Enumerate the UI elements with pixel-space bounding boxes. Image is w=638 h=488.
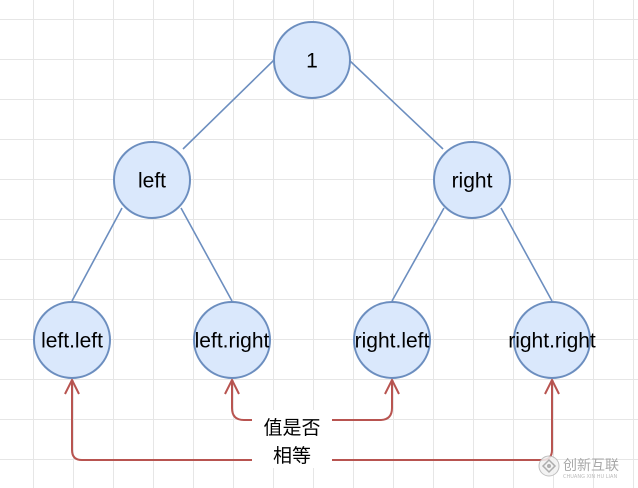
node-label-right-right: right.right [508,330,596,353]
edge-right-rightleft [391,207,445,302]
comparison-label-line2: 相等 [273,445,311,467]
arrowhead-rightleft [384,377,400,395]
comparison-label-bg [252,410,332,468]
edge-root-left [182,59,275,150]
arrowhead-leftleft [64,377,80,395]
node-label-root: 1 [306,50,318,73]
edge-left-leftleft [71,207,123,302]
watermark-text: 创新互联 [563,458,619,474]
tree-node-root: 1 [273,21,351,99]
edge-root-right [348,59,444,150]
edge-right-rightright [500,207,553,302]
tree-node-right: right [433,141,511,219]
tree-node-right-left: right.left [353,301,431,379]
watermark: 创新互联 CHUANG XIN HU LIAN [538,455,619,480]
arrowhead-rightright [544,377,560,395]
node-label-right-left: right.left [355,330,430,353]
comparison-label-line1: 值是否 [263,417,320,439]
tree-node-left-right: left.right [193,301,271,379]
tree-node-left: left [113,141,191,219]
tree-node-right-right: right.right [508,301,596,379]
watermark-subtext: CHUANG XIN HU LIAN [563,474,617,480]
edge-left-leftright [180,207,233,302]
node-label-left-left: left.left [41,330,103,353]
tree-edges [71,59,553,302]
node-label-left: left [138,170,166,193]
node-label-right: right [452,170,493,193]
logo-icon [538,455,560,477]
arrowhead-leftright [224,377,240,395]
node-label-left-right: left.right [195,330,270,353]
tree-node-left-left: left.left [33,301,111,379]
